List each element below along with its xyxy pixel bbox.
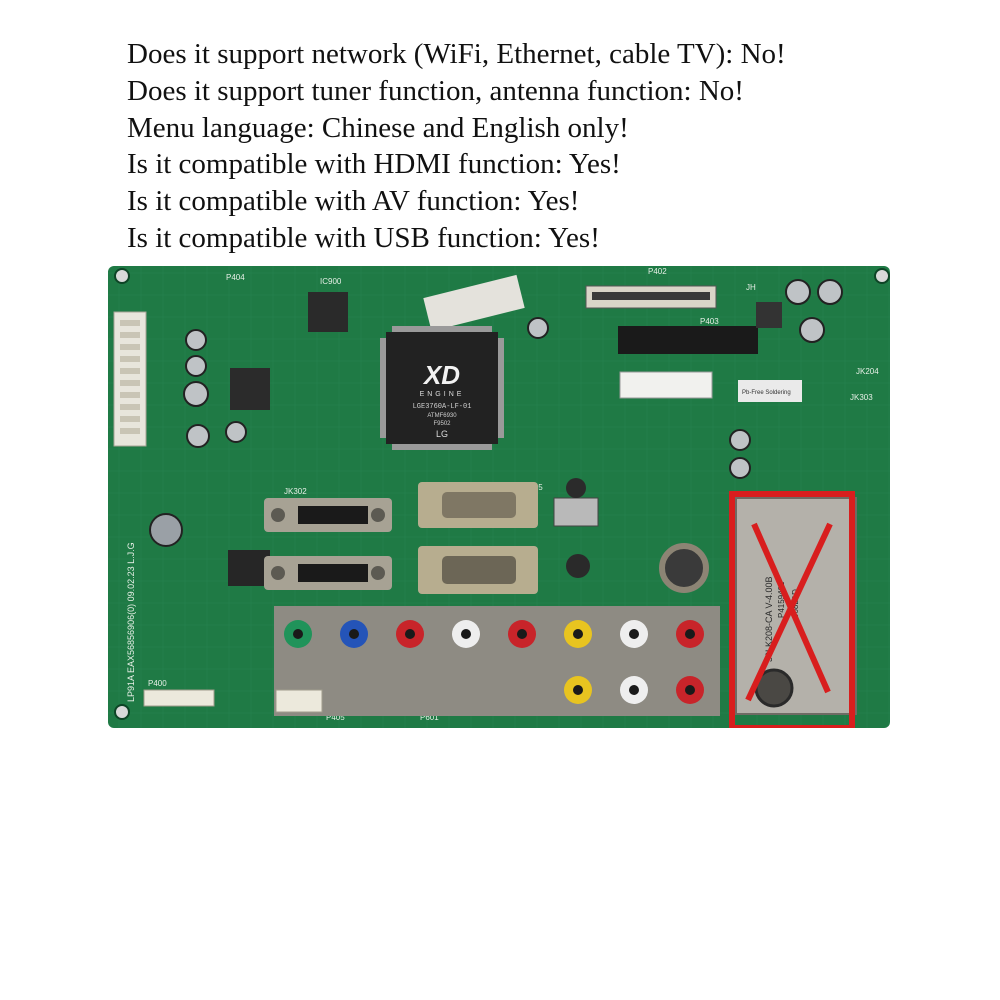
spec-line-menu-language: Menu language: Chinese and English only!: [127, 111, 629, 144]
capacitor: [527, 317, 549, 339]
label-jk303: JK303: [850, 393, 873, 402]
power-connector: [275, 689, 323, 713]
label-jk204: JK204: [856, 367, 879, 376]
capacitor: [729, 457, 751, 479]
speaker-connector: [143, 689, 215, 707]
spec-line-network: Does it support network (WiFi, Ethernet,…: [127, 38, 786, 70]
mounting-hole: [874, 268, 890, 284]
label-p404: P404: [226, 273, 245, 282]
headphone-jack: [566, 478, 586, 498]
tuner-label: 30LK208-CA V-4.00B: [764, 576, 774, 662]
board-silkscreen: LP91A EAX56856906(0) 09.02.23 L.J.G: [126, 542, 136, 702]
part-sticker: [619, 371, 713, 399]
chip-logo: LG: [436, 429, 448, 439]
chip-part2: ATMF6930: [427, 413, 457, 419]
capacitor: [817, 279, 843, 305]
capacitor: [183, 381, 209, 407]
mounting-hole: [114, 268, 130, 284]
spec-line-hdmi: Is it compatible with HDMI function: Yes…: [127, 148, 621, 181]
rca-panel: [274, 606, 720, 716]
regulator-ic: [230, 368, 270, 410]
label-p400: P400: [148, 679, 167, 688]
capacitor: [185, 355, 207, 377]
barcode-sticker: [423, 274, 525, 332]
small-ic: [228, 550, 270, 586]
label-p402: P402: [648, 267, 667, 276]
chip-brand: XD: [422, 360, 460, 390]
small-ic: [308, 292, 348, 332]
pin-header: [618, 326, 758, 354]
capacitor: [799, 317, 825, 343]
tuner-unsupported-box: [729, 491, 855, 728]
capacitor: [149, 513, 183, 547]
audio-jack: [566, 554, 590, 578]
usb-port: [553, 497, 599, 527]
svideo-port: [659, 543, 709, 593]
chip-part: LGE3760A-LF-01: [413, 403, 472, 411]
label-jk302: JK302: [284, 487, 307, 496]
mainboard-photo: LP91A EAX56856906(0) 09.02.23 L.J.G P404…: [108, 266, 890, 728]
cross-mark: [745, 522, 833, 702]
capacitor: [186, 424, 210, 448]
label-p403: P403: [700, 317, 719, 326]
label-p601: P601: [420, 713, 439, 722]
hdmi-port: [264, 556, 392, 590]
label-ic900: IC900: [320, 277, 342, 286]
hdmi-port: [264, 498, 392, 532]
spec-line-usb: Is it compatible with USB function: Yes!: [127, 221, 600, 254]
label-pb-free: Pb-Free Soldering: [742, 390, 791, 396]
capacitor: [185, 329, 207, 351]
inductor: [756, 302, 782, 328]
tuner-serial: P4159401: [777, 581, 786, 618]
vga-port: [418, 546, 538, 594]
spec-line-tuner: Does it support tuner function, antenna …: [127, 74, 744, 107]
label-p405: P405: [326, 713, 345, 722]
serial-port: [418, 482, 538, 528]
spec-line-av: Is it compatible with AV function: Yes!: [127, 185, 580, 218]
capacitor: [225, 421, 247, 443]
capacitor: [785, 279, 811, 305]
main-processor-chip: [386, 332, 498, 444]
chip-engine: ENGINE: [420, 391, 465, 398]
mounting-hole: [114, 704, 130, 720]
spec-list: Does it support network (WiFi, Ethernet,…: [127, 36, 786, 257]
label-jh: JH: [746, 283, 756, 292]
chip-code: F9502: [433, 421, 451, 427]
capacitor: [729, 429, 751, 451]
